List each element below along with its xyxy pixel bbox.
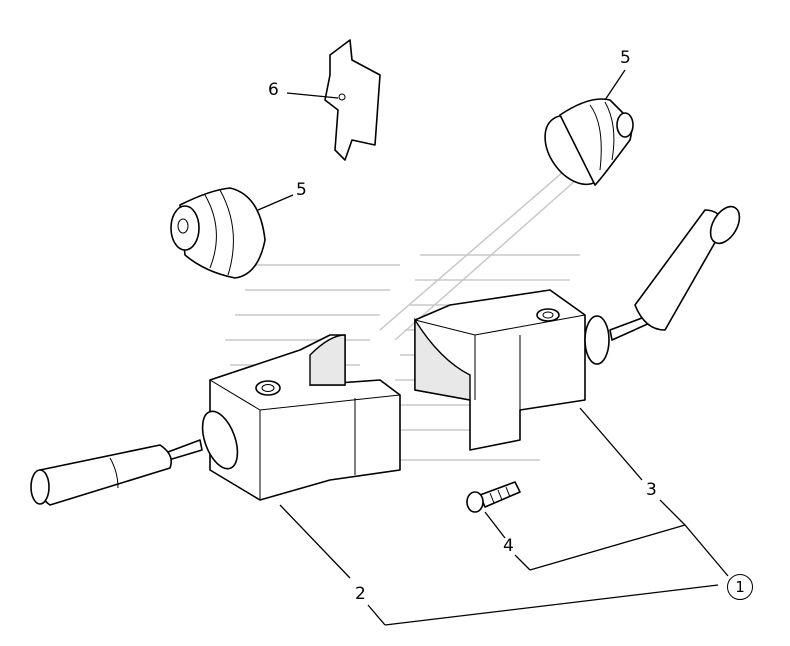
plate-part [324, 39, 381, 161]
callout-5-left: 5 [296, 180, 307, 200]
callout-1-circled: 1 [727, 574, 753, 600]
right-switch-body [414, 205, 741, 451]
callout-3: 3 [646, 480, 657, 500]
leader-lines [257, 69, 729, 626]
callout-4: 4 [503, 536, 514, 556]
boot-top-part [544, 98, 634, 186]
callout-2: 2 [355, 584, 366, 604]
callout-5-top: 5 [620, 48, 631, 68]
boot-left-part [170, 187, 266, 279]
callout-6: 6 [268, 80, 279, 100]
left-switch-body [30, 334, 401, 506]
screw-part [466, 481, 521, 513]
